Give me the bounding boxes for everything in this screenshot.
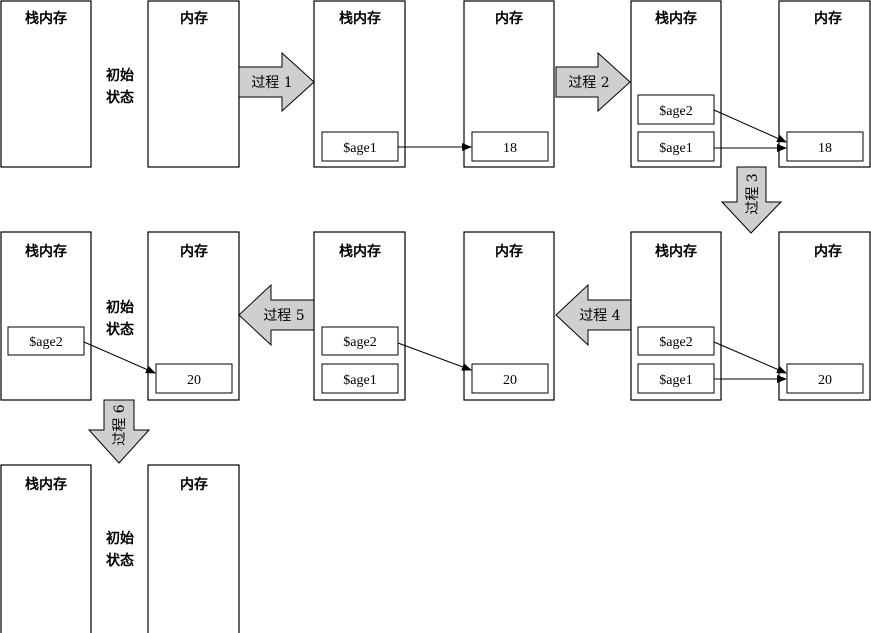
value-cell-20 [155,363,233,394]
step-5-label: 过程 5 [263,308,304,324]
step-1-arrow [238,51,315,113]
var-cell-age2 [637,326,715,356]
step-1-label: 过程 1 [251,75,292,91]
value-label-20: 20 [187,373,201,388]
memory-header: 内存 [180,10,208,27]
initial-state-label-line1: 初始 [106,299,134,316]
stack-header: 栈内存 [339,10,381,27]
row-1: 栈内存 初始 状态 内存 过程 1 栈内存 $age1 内存 18 过程 2 栈… [0,0,871,168]
step-3: 过程 3 [720,166,783,234]
stack-header: 栈内存 [25,476,67,493]
initial-state-label-line2: 状态 [106,321,134,338]
var-cell-age2 [637,94,715,125]
value-label-18: 18 [818,141,832,156]
value-cell-20 [786,363,864,394]
row-2: 栈内存 $age2 初始 状态 内存 20 过程 5 栈内存 $age2 $ag… [0,231,871,401]
row-3: 栈内存 初始 状态 内存 [0,464,240,633]
step-2-arrow [555,51,631,113]
memory-column-r3-initial [147,464,240,633]
memory-column-r1-initial [147,0,240,168]
value-cell-18 [471,131,549,162]
var-label-age2: $age2 [659,104,692,119]
step-4-label: 过程 4 [579,308,620,324]
stack-header: 栈内存 [25,10,67,27]
memory-header: 内存 [180,476,208,493]
var-label-age1: $age1 [659,141,692,156]
var-label-age1: $age1 [343,373,376,388]
memory-header: 内存 [180,243,208,260]
initial-state-label-line1: 初始 [106,67,134,84]
value-cell-20 [471,363,549,394]
var-cell-age1 [321,131,399,162]
var-label-age2: $age2 [659,335,692,350]
reference-arrow [713,341,787,374]
reference-arrow [83,341,156,374]
stack-column-r1-initial [0,0,92,168]
var-label-age2: $age2 [343,335,376,350]
value-label-20: 20 [503,373,517,388]
initial-state-label-line1: 初始 [106,530,134,547]
value-label-18: 18 [503,141,517,156]
var-cell-age2 [321,326,399,356]
stack-header: 栈内存 [25,243,67,260]
step-6-label: 过程 6 [112,404,128,445]
value-cell-18 [786,131,864,162]
var-cell-age2 [7,326,85,356]
var-cell-age1 [637,131,715,162]
step-5-arrow [238,283,315,347]
step-2-label: 过程 2 [568,75,609,91]
var-label-age1: $age1 [343,141,376,156]
stack-column-r3-initial [0,464,92,633]
reference-arrow [397,342,472,371]
stack-header: 栈内存 [655,243,697,260]
step-6-arrow [87,399,151,464]
memory-header: 内存 [495,10,523,27]
step-3-arrow [720,166,783,234]
reference-arrow [713,109,787,143]
var-cell-age1 [321,363,399,394]
stack-header: 栈内存 [655,10,697,27]
memory-header: 内存 [814,10,842,27]
var-label-age1: $age1 [659,373,692,388]
initial-state-label-line2: 状态 [106,552,134,569]
initial-state-label-line2: 状态 [106,89,134,106]
memory-header: 内存 [495,243,523,260]
memory-header: 内存 [814,243,842,260]
step-3-label: 过程 3 [745,173,761,214]
step-6: 过程 6 [87,399,151,464]
step-4-arrow [555,283,632,347]
var-label-age2: $age2 [29,335,62,350]
stack-header: 栈内存 [339,243,381,260]
value-label-20: 20 [818,373,832,388]
stack-column-r2-s5 [0,231,92,401]
